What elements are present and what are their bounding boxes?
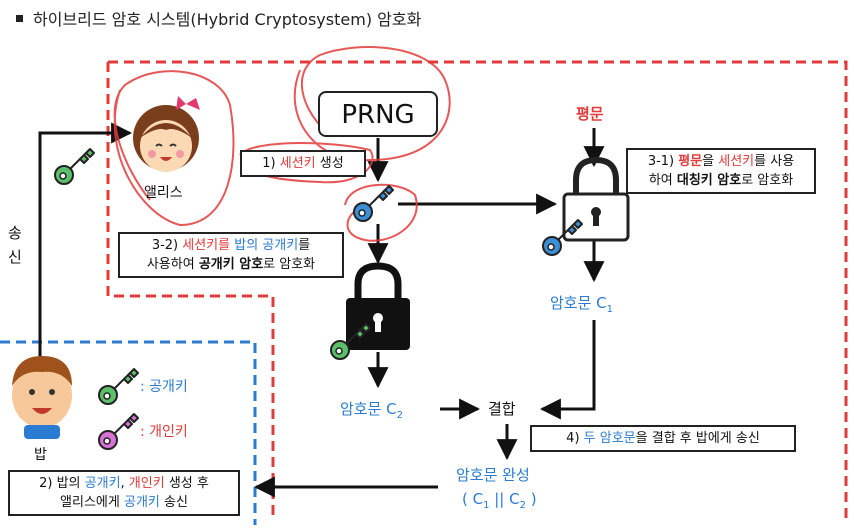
step2-prefix: 2) 밥의: [39, 476, 85, 491]
c1-sub: 1: [606, 304, 614, 315]
ciphertext-c2-label: 암호문 C2: [340, 398, 403, 421]
alice-public-key-icon: [54, 148, 95, 185]
lock-symmetric-icon: [562, 156, 630, 242]
combine-label: 결합: [488, 400, 516, 418]
step1-suffix: 생성: [315, 156, 344, 171]
step2-pub2: 공개키: [123, 495, 160, 510]
step2-pub: 공개키: [84, 476, 121, 491]
step31-line2-post: 로 암호화: [741, 173, 794, 188]
step4-prefix: 4): [566, 431, 584, 446]
step2-line1: 2) 밥의 공개키, 개인키 생성 후: [16, 474, 232, 493]
step31-session-key: 세션키: [718, 154, 755, 169]
send-label-bottom: 신: [8, 248, 22, 266]
step2-line2: 앨리스에게 공개키 송신: [16, 493, 232, 512]
alice-region-border-left: [106, 62, 275, 520]
step2-comma: ,: [120, 476, 129, 491]
legend-private-key-label: : 개인키: [140, 424, 188, 440]
step2-box: 2) 밥의 공개키, 개인키 생성 후 앨리스에게 공개키 송신: [8, 470, 240, 516]
step32-pubkey: 공개키: [262, 238, 299, 253]
step32-session-key: 세션키를: [182, 238, 231, 253]
step2-line2-pre: 앨리스에게: [60, 495, 124, 510]
c1-text: 암호문 C: [550, 294, 607, 312]
c1-to-combine-arrow: [539, 320, 596, 420]
send-arrow: [38, 122, 133, 360]
step31-line2: 하여 대칭키 암호로 암호화: [634, 171, 808, 190]
alice-region-border: [108, 60, 848, 520]
c2-sub: 2: [396, 410, 404, 421]
send-label-top: 송: [8, 224, 22, 242]
lock-public-key-icon: [346, 262, 410, 350]
step2-line2-post: 송신: [159, 495, 188, 510]
c2-text: 암호문 C: [340, 400, 397, 418]
legend-private-key-icon: [98, 413, 139, 450]
step4-suffix: 을 결합 후 밥에게 송신: [635, 431, 760, 446]
title-text: 하이브리드 암호 시스템(Hybrid Cryptosystem) 암호화: [33, 10, 422, 29]
complete-label: 암호문 완성: [456, 466, 530, 484]
formula-sub1: 1: [483, 500, 490, 511]
step31-line1: 3-1) 평문을 세션키를 사용: [634, 152, 808, 171]
legend-public-key-label: : 공개키: [140, 379, 188, 395]
complete-formula: ( C1 || C2 ): [462, 490, 537, 511]
step31-mid1: 을: [702, 154, 719, 169]
step32-line2-post: 로 암호화: [263, 257, 316, 272]
formula-mid: || C: [489, 490, 520, 508]
alice-label: 앨리스: [144, 185, 183, 201]
step32-box: 3-2) 세션키를 밥의 공개키를 사용하여 공개키 암호로 암호화: [118, 232, 344, 278]
step32-bob: 밥의: [234, 238, 259, 253]
page-title: 하이브리드 암호 시스템(Hybrid Cryptosystem) 암호화: [16, 6, 421, 30]
bob-region-border: [0, 340, 257, 525]
prng-box: PRNG: [318, 91, 438, 137]
formula-close: ): [525, 490, 537, 508]
step31-mid2: 를 사용: [754, 154, 795, 169]
step31-symmetric: 대칭키 암호: [676, 173, 742, 188]
ciphertext-c1-label: 암호문 C1: [550, 292, 613, 315]
formula-open: ( C: [462, 490, 484, 508]
step1-prefix: 1): [262, 156, 280, 171]
step31-box: 3-1) 평문을 세션키를 사용 하여 대칭키 암호로 암호화: [626, 148, 816, 194]
step32-line1: 3-2) 세션키를 밥의 공개키를: [126, 236, 336, 255]
step32-pk-crypto: 공개키 암호: [198, 257, 264, 272]
bob-avatar: [12, 356, 72, 439]
step2-suffix: 생성 후: [164, 476, 209, 491]
session-key-icon: [353, 185, 394, 222]
step31-line2-pre: 하여: [648, 173, 677, 188]
bob-label: 밥: [34, 447, 47, 463]
step4-box: 4) 두 암호문을 결합 후 밥에게 송신: [530, 425, 796, 452]
step2-priv: 개인키: [128, 476, 165, 491]
step31-plain: 평문: [678, 154, 703, 169]
alice-avatar: [133, 96, 200, 172]
step32-suffix: 를: [298, 238, 311, 253]
step32-prefix: 3-2): [151, 238, 183, 253]
step31-prefix: 3-1): [647, 154, 679, 169]
formula-sub2: 2: [519, 500, 526, 511]
step32-line2: 사용하여 공개키 암호로 암호화: [126, 255, 336, 274]
legend-public-key-icon: [98, 368, 139, 405]
step4-two: 두 암호문: [583, 431, 636, 446]
step1-session-key: 세션키: [279, 156, 316, 171]
title-bullet: [16, 15, 23, 22]
step1-box: 1) 세션키 생성: [240, 150, 366, 177]
plaintext-label: 평문: [576, 105, 604, 123]
step32-line2-pre: 사용하여: [146, 257, 199, 272]
